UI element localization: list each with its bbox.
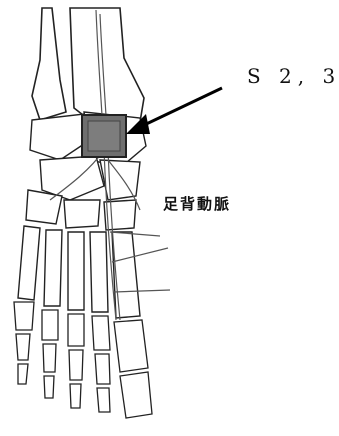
stimulation-site-inner xyxy=(88,121,120,151)
leg-bones xyxy=(32,8,144,122)
pointer-arrow-line xyxy=(140,88,222,127)
toe-bones xyxy=(14,302,152,418)
metatarsal-bones xyxy=(18,226,140,318)
stimulation-site-label: S 2, 3 xyxy=(247,64,339,88)
artery-label: 足背動脈 xyxy=(163,193,231,214)
